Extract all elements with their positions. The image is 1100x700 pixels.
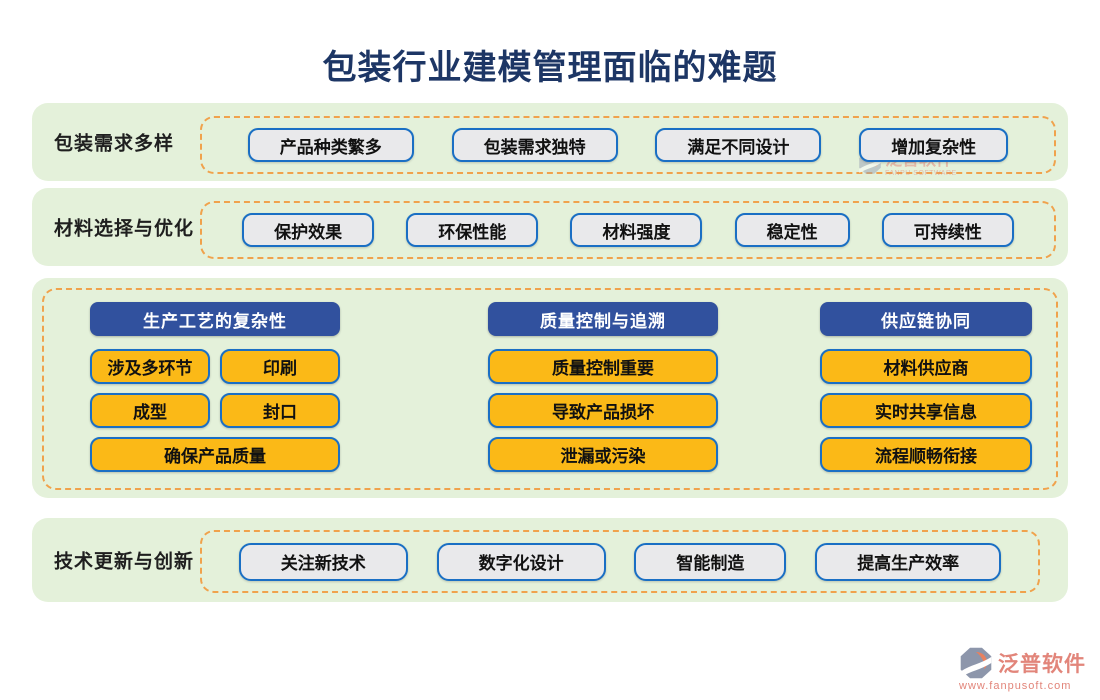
group-production-process: 生产工艺的复杂性 涉及多环节 印刷 成型 封口 确保产品质量 (90, 302, 340, 472)
node-unique-packaging-needs: 包装需求独特 (451, 128, 618, 162)
node-protection-effect: 保护效果 (242, 213, 375, 247)
node-increase-complexity: 增加复杂性 (859, 128, 1009, 162)
section-tech-innovation: 技术更新与创新 关注新技术 数字化设计 智能制造 提高生产效率 (32, 518, 1068, 602)
page-title: 包装行业建模管理面临的难题 (322, 49, 778, 87)
fanpu-logo-icon (960, 647, 992, 679)
node-smart-manufacturing: 智能制造 (634, 542, 787, 581)
production-process-row-2: 成型 封口 (90, 393, 340, 428)
node-smooth-process-connection: 流程顺畅衔接 (820, 437, 1032, 472)
node-leak-or-contamination: 泄漏或污染 (488, 437, 718, 472)
node-material-suppliers: 材料供应商 (820, 349, 1032, 384)
section-label-tech-innovation: 技术更新与创新 (54, 551, 195, 573)
node-meet-different-designs: 满足不同设计 (655, 128, 822, 162)
section-packaging-demand: 包装需求多样 产品种类繁多 包装需求独特 满足不同设计 增加复杂性 泛普软件 F… (32, 103, 1068, 181)
group-header-production-process: 生产工艺的复杂性 (90, 302, 340, 336)
brand-name: 泛普软件 (998, 653, 1086, 676)
brand-footer: 泛普软件 www.fanpusoft.com (959, 646, 1086, 692)
group-header-supply-chain: 供应链协同 (820, 302, 1032, 336)
node-ensure-product-quality: 确保产品质量 (90, 437, 340, 472)
group-quality-control: 质量控制与追溯 质量控制重要 导致产品损坏 泄漏或污染 (488, 302, 718, 472)
node-eco-performance: 环保性能 (406, 213, 539, 247)
node-material-strength: 材料强度 (570, 213, 703, 247)
node-quality-control-important: 质量控制重要 (488, 349, 718, 384)
node-product-damage: 导致产品损坏 (488, 393, 718, 428)
packaging-demand-group: 产品种类繁多 包装需求独特 满足不同设计 增加复杂性 (200, 116, 1056, 174)
node-forming: 成型 (90, 393, 210, 428)
watermark-subbrand: FANPU SOFTWARE (885, 169, 957, 177)
node-sustainability: 可持续性 (881, 213, 1014, 247)
node-realtime-info-sharing: 实时共享信息 (820, 393, 1032, 428)
production-process-row-1: 涉及多环节 印刷 (90, 349, 340, 384)
node-multiple-stages: 涉及多环节 (90, 349, 210, 384)
group-header-quality-control: 质量控制与追溯 (488, 302, 718, 336)
core-challenges-group (42, 288, 1058, 490)
node-follow-new-tech: 关注新技术 (238, 542, 408, 581)
node-stability: 稳定性 (734, 213, 850, 247)
tech-innovation-group: 关注新技术 数字化设计 智能制造 提高生产效率 (200, 530, 1040, 593)
node-sealing: 封口 (220, 393, 340, 428)
section-core-challenges: 生产工艺的复杂性 涉及多环节 印刷 成型 封口 确保产品质量 质量控制与追溯 质… (32, 278, 1068, 498)
brand-footer-top: 泛普软件 (959, 646, 1086, 680)
node-improve-efficiency: 提高生产效率 (815, 542, 1002, 581)
section-label-material-selection: 材料选择与优化 (54, 218, 195, 240)
node-digital-design: 数字化设计 (436, 542, 606, 581)
node-product-variety: 产品种类繁多 (247, 128, 414, 162)
group-supply-chain: 供应链协同 材料供应商 实时共享信息 流程顺畅衔接 (820, 302, 1032, 472)
brand-url: www.fanpusoft.com (959, 680, 1072, 692)
material-selection-group: 保护效果 环保性能 材料强度 稳定性 可持续性 (200, 201, 1056, 259)
node-printing: 印刷 (220, 349, 340, 384)
section-label-packaging-demand: 包装需求多样 (54, 133, 175, 155)
section-material-selection: 材料选择与优化 保护效果 环保性能 材料强度 稳定性 可持续性 (32, 188, 1068, 266)
